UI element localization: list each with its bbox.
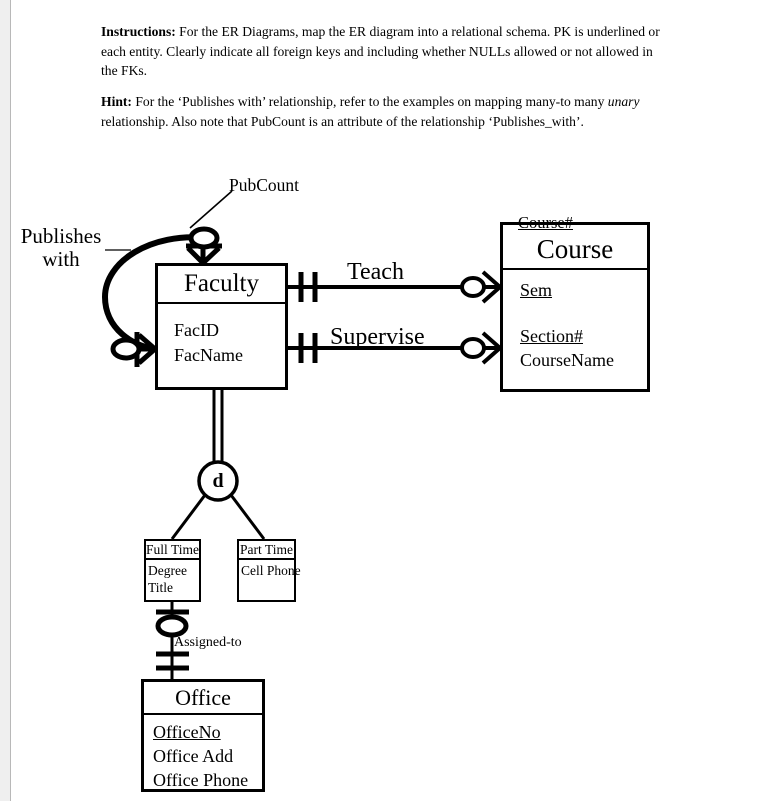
instructions-body: For the ER Diagrams, map the ER diagram … [101,24,660,78]
supervise-faculty-one-and-only-one [298,333,318,363]
entity-full-time-title: Full Time [146,541,199,560]
entity-faculty-title: Faculty [158,266,285,304]
hint-emphasis: unary [607,94,640,109]
attribute-sem: Sem [520,280,553,300]
relationship-label-publishes-with-line1: Publishes [20,224,102,248]
hint-part-one: For the ‘Publishes with’ relationship, r… [131,94,608,109]
publishes-with-top-optional-circle [188,226,220,250]
hint-paragraph: Hint: For the ‘Publishes with’ relations… [101,92,681,131]
entity-full-time[interactable]: Full Time Degree Title [144,539,201,602]
disjoint-circle [197,460,239,502]
attribute-office-phone: Office Phone [153,770,249,790]
attribute-officeno: OfficeNo [153,722,221,742]
left-margin-gutter [0,0,11,801]
entity-faculty[interactable]: Faculty FacID FacName [155,263,288,390]
relationship-label-teach: Teach [347,259,404,285]
attribute-title: Title [148,580,174,595]
entity-course[interactable]: Course Sem Section# CourseName [500,222,650,392]
entity-course-title: Course [503,225,647,270]
attribute-office-add: Office Add [153,746,234,766]
relationship-label-assigned-to: Assigned-to [174,635,242,650]
relationship-label-publishes-with: Publishes with [6,225,116,271]
entity-office-title: Office [144,682,262,715]
teach-course-optional-circle [460,276,486,298]
disjoint-symbol-label: d [212,470,224,492]
publishes-with-left-optional-circle [110,337,142,361]
specialization-total-double-line [212,390,224,466]
attribute-facname: FacName [174,345,243,365]
attribute-degree: Degree [148,563,187,578]
teach-faculty-one-and-only-one [298,272,318,302]
attribute-cell-phone: Cell Phone [241,563,301,578]
relationship-label-supervise: Supervise [330,324,425,350]
entity-course-attributes: Sem Section# CourseName [503,270,647,372]
attribute-label-pubcount: PubCount [229,175,300,195]
entity-part-time-attributes: Cell Phone [239,560,301,579]
assigned-to-office-one-and-only-one [156,651,189,671]
attribute-facid: FacID [174,320,219,340]
relationship-label-publishes-with-line2: with [42,247,80,271]
instructions-paragraph: Instructions: For the ER Diagrams, map t… [101,22,671,81]
pubcount-leader-line [189,190,233,229]
hint-part-two: relationship. Also note that PubCount is… [101,113,584,129]
entity-faculty-attributes: FacID FacName [158,304,285,368]
entity-full-time-attributes: Degree Title [146,560,199,596]
hint-lead: Hint: [101,94,132,109]
entity-part-time[interactable]: Part Time Cell Phone [237,539,301,602]
instructions-lead: Instructions: [101,24,176,39]
subtype-branch-fulltime [170,494,207,540]
entity-course-key-overlay: Course# [518,213,573,232]
supervise-course-optional-circle [460,337,486,359]
attribute-coursename: CourseName [520,350,614,370]
entity-office[interactable]: Office OfficeNo Office Add Office Phone [141,679,265,792]
assigned-to-fulltime-optional-circle [155,614,189,638]
subtype-branch-parttime [229,494,266,540]
entity-office-attributes: OfficeNo Office Add Office Phone [144,715,262,792]
entity-part-time-title: Part Time [239,541,294,560]
attribute-section: Section# [520,326,583,346]
attribute-spacer [520,302,647,324]
